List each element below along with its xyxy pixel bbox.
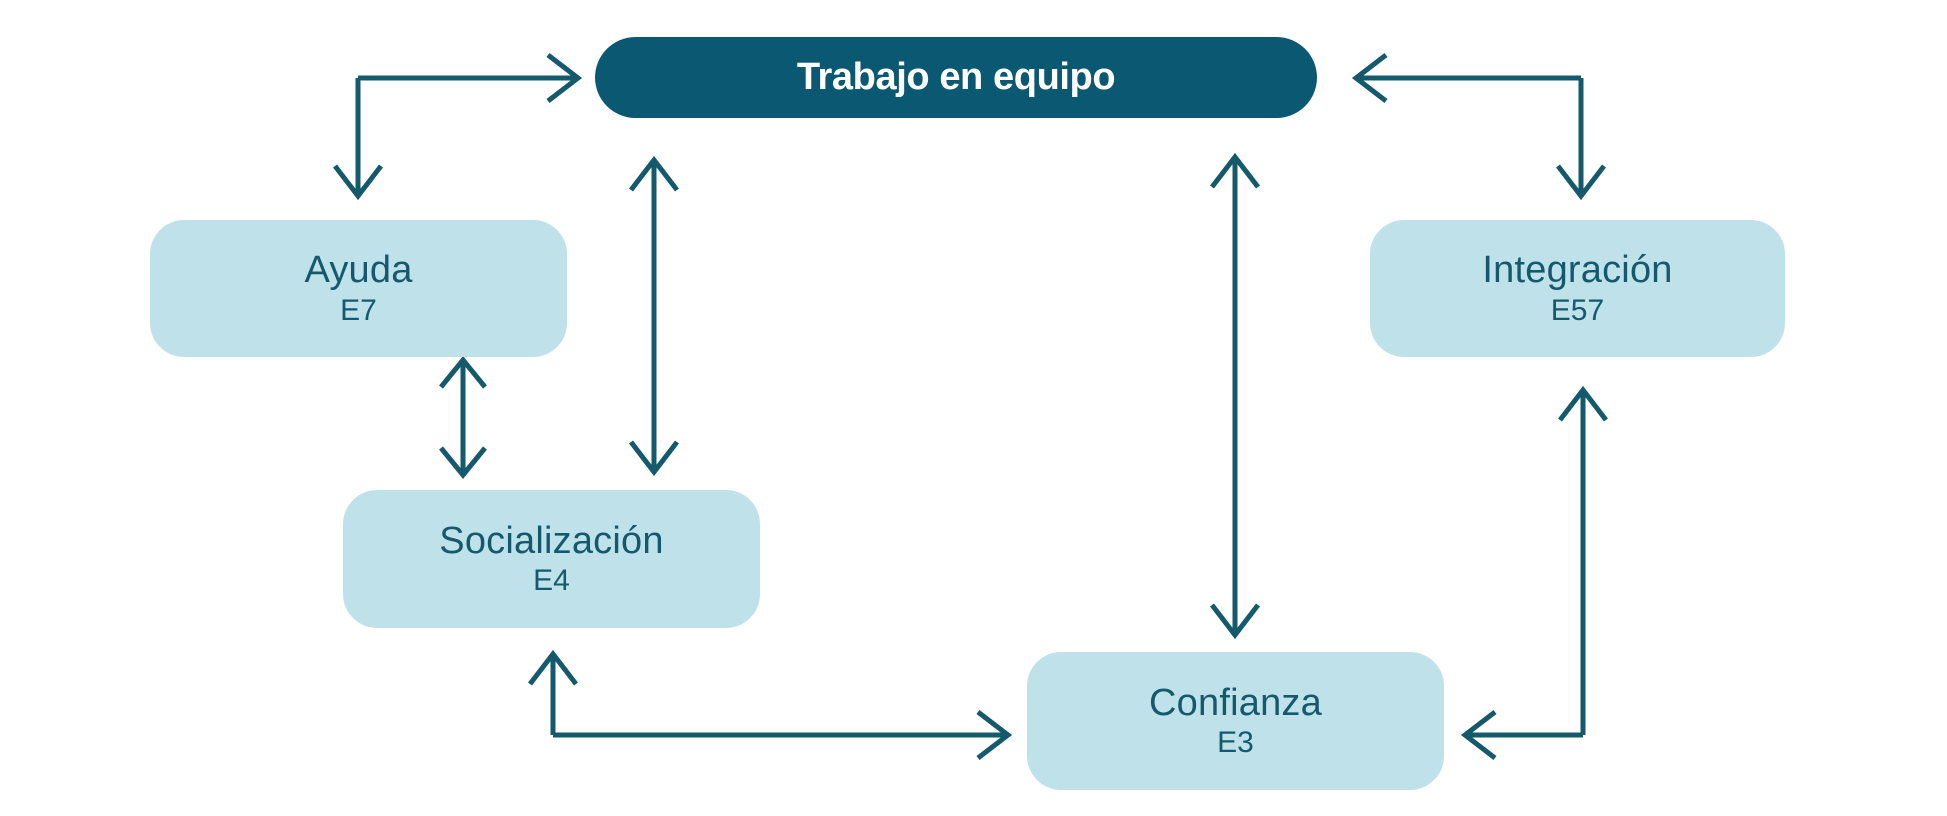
connector-trabajo-confianza xyxy=(1210,152,1260,640)
node-integracion-label: Integración xyxy=(1482,249,1673,292)
connector-trabajo-ayuda xyxy=(333,53,583,201)
node-confianza-label: Confianza xyxy=(1149,681,1322,724)
node-socializacion-label: Socialización xyxy=(439,519,664,562)
node-confianza-code: E3 xyxy=(1217,726,1254,760)
node-integracion-code: E57 xyxy=(1550,293,1605,327)
node-confianza[interactable]: Confianza E3 xyxy=(1027,652,1444,790)
node-ayuda-label: Ayuda xyxy=(304,249,413,292)
node-socializacion-code: E4 xyxy=(533,564,570,598)
connector-confianza-integracion xyxy=(1460,385,1608,760)
connector-socializacion-confianza xyxy=(528,649,1013,760)
node-ayuda-code: E7 xyxy=(340,293,377,327)
node-trabajo-en-equipo[interactable]: Trabajo en equipo xyxy=(595,37,1317,118)
connector-ayuda-socializacion xyxy=(439,356,487,479)
node-socializacion[interactable]: Socialización E4 xyxy=(343,490,760,628)
connector-trabajo-socializacion xyxy=(629,155,679,477)
node-ayuda[interactable]: Ayuda E7 xyxy=(150,220,567,357)
connector-trabajo-integracion xyxy=(1351,53,1606,201)
node-integracion[interactable]: Integración E57 xyxy=(1370,220,1785,357)
node-trabajo-label: Trabajo en equipo xyxy=(796,56,1116,99)
